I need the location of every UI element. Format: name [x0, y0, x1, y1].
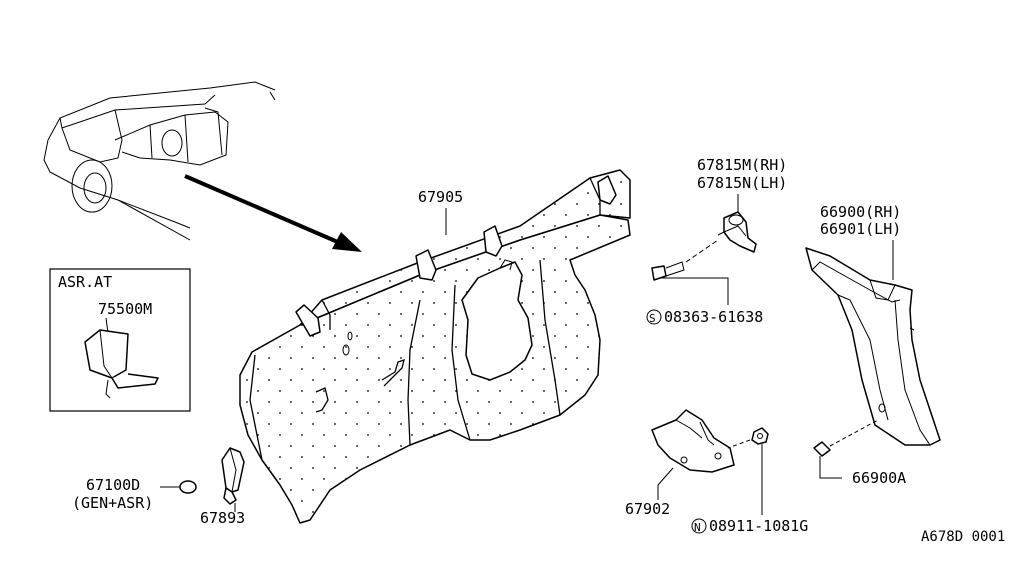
diagram-code: A678D 0001 [921, 529, 1005, 545]
label-08363-group: S 08363-61638 [646, 308, 763, 326]
label-75500m: 75500M [98, 300, 152, 318]
label-67893: 67893 [200, 509, 245, 527]
label-67100d: 67100D [86, 476, 140, 494]
label-67902: 67902 [625, 500, 670, 518]
inset-title: ASR.AT [58, 273, 112, 291]
label-67905: 67905 [418, 188, 463, 206]
label-67815n: 67815N(LH) [697, 174, 787, 192]
prefix-n-symbol: N [694, 521, 701, 534]
label-08911-group: N 08911-1081G [691, 517, 808, 535]
part-67902-bracket [651, 409, 735, 473]
part-67905-insulator [239, 169, 631, 524]
prefix-s-symbol: S [649, 312, 656, 325]
part-66900a-clip [813, 419, 879, 479]
part-08911-nut [727, 427, 769, 515]
part-75500m-bracket [84, 329, 159, 399]
label-08363-61638: 08363-61638 [664, 308, 763, 326]
inset-asr-at: ASR.AT 75500M [49, 268, 191, 412]
label-66900: 66900(RH) [820, 203, 901, 221]
vehicle-sketch [43, 81, 276, 241]
part-67893-clip [221, 447, 245, 505]
part-67815-bracket [717, 211, 757, 253]
part-08363-screw [651, 239, 729, 305]
label-67100d-note: (GEN+ASR) [72, 494, 153, 512]
label-67815m: 67815M(RH) [697, 156, 787, 174]
pointer-arrow [184, 174, 362, 252]
part-66900-pillar-trim [805, 247, 941, 446]
label-66900a: 66900A [852, 469, 906, 487]
label-08911-1081g: 08911-1081G [709, 517, 808, 535]
label-66901: 66901(LH) [820, 220, 901, 238]
part-67100d-grommet [160, 480, 197, 494]
